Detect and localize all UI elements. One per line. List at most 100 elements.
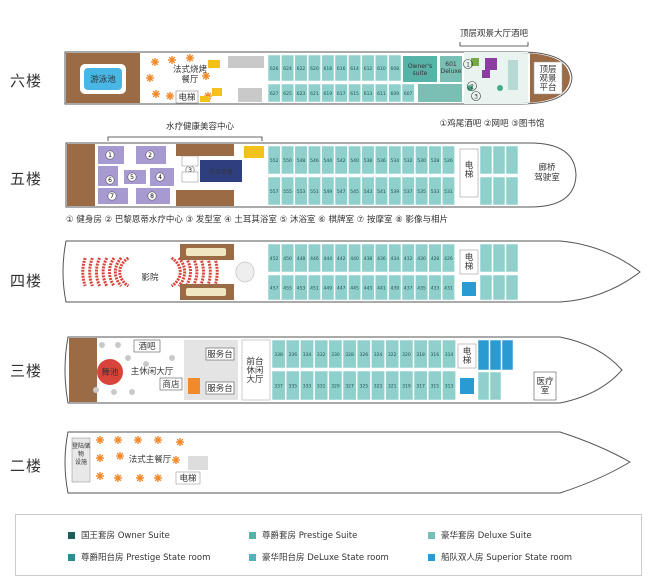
cabin-number: 551 [310, 189, 319, 195]
cabin-615 [348, 83, 362, 103]
cabin-number: 431 [444, 286, 453, 292]
umbrella [118, 454, 122, 458]
deluxe-suite-623 [418, 84, 440, 102]
cabin-number: 627 [270, 91, 279, 97]
top-bar-title: 顶层观景大厅酒吧 [460, 28, 529, 39]
cabin-number: 616 [337, 66, 346, 72]
umbrella [116, 476, 120, 480]
umbrella [154, 92, 158, 96]
deck-label-5: 五楼 [10, 170, 43, 188]
cabin-530 [415, 145, 429, 175]
cabin [479, 145, 493, 175]
cabin-331 [314, 370, 329, 401]
cabin-number: 326 [360, 352, 369, 358]
legend: 国王套房 Owner Suite 尊爵套房 Prestige Suite 豪华套… [15, 514, 642, 576]
cinema-seat-row [118, 256, 130, 288]
cabin-545 [348, 176, 362, 206]
cabin-number: 608 [391, 66, 400, 72]
cabin-number: 323 [374, 384, 383, 390]
cabin-number: 426 [444, 256, 453, 262]
cabin-number: 457 [270, 286, 279, 292]
cabin-325 [356, 370, 371, 401]
cabin-547 [334, 176, 348, 206]
lounge-table [143, 361, 149, 367]
cabin-338 [271, 339, 286, 369]
legend-deluxe-suite: 豪华套房 Deluxe Suite [428, 529, 532, 541]
cabin-317 [413, 370, 428, 401]
bbq-label: 法式烧烤餐厅 [173, 64, 208, 85]
cabin-number: 430 [417, 256, 426, 262]
cabin [477, 371, 490, 401]
cabin-number: 546 [310, 158, 319, 164]
cabin-445 [348, 274, 362, 301]
marker-1-num: 1 [466, 62, 470, 69]
elevator-d3 [457, 343, 477, 369]
cocktail-bar-counter [482, 58, 497, 78]
cabin-618 [321, 54, 335, 82]
cabin-number: 544 [324, 158, 333, 164]
cabin [505, 176, 519, 206]
cinema-seat-row [88, 257, 94, 287]
legend-owner-suite: 国王套房 Owner Suite [68, 529, 170, 541]
elevator-d6 [175, 90, 199, 104]
cabin-number: 335 [289, 384, 298, 390]
cabin-number: 609 [391, 91, 400, 97]
legend-swatch [428, 553, 435, 561]
cabin-457 [267, 274, 281, 301]
elevator-d6-label: 电梯 [178, 92, 196, 103]
cabin [489, 339, 502, 371]
cabin-313 [442, 370, 456, 401]
cabin-number: 607 [404, 91, 413, 97]
cabin-544 [321, 145, 335, 175]
cabin-329 [328, 370, 343, 401]
marker-2 [467, 81, 477, 91]
cabin-number: 447 [337, 286, 346, 292]
service-desk-1-label: 服务台 [207, 349, 233, 360]
clinic-label: 医疗室 [536, 376, 554, 396]
cabin-541 [374, 176, 388, 206]
cabin-number: 443 [364, 286, 373, 292]
umbrella [174, 458, 178, 462]
legend-deluxe-stateroom: 豪华阳台房 DeLuxe State room [249, 551, 389, 563]
restaurant-tables [96, 436, 184, 482]
umbrella [98, 456, 102, 460]
cabin-number: 337 [274, 384, 283, 390]
cabin-326 [356, 339, 371, 369]
cabin-number: 620 [310, 66, 319, 72]
cabin-number: 436 [377, 256, 386, 262]
cabin-number: 315 [431, 384, 440, 390]
cabin-number: 533 [431, 189, 440, 195]
cabin-number: 615 [350, 91, 359, 97]
stairs-yellow-3 [200, 96, 210, 102]
cabin-number: 333 [303, 384, 312, 390]
cabin-number: 318 [416, 352, 425, 358]
cabin-619 [321, 83, 335, 103]
legend-prestige-suite: 尊爵套房 Prestige Suite [249, 529, 357, 541]
bar-d3 [133, 339, 161, 353]
umbrella [98, 438, 102, 442]
cabin-315 [427, 370, 442, 401]
cabin-330 [328, 339, 343, 369]
d4-sofa [186, 248, 226, 256]
sauna-label: 芬兰浴室 [209, 168, 233, 176]
cabin-number: 614 [350, 66, 359, 72]
cabin-540 [348, 145, 362, 175]
cabin [492, 243, 506, 273]
cabin-446 [307, 243, 321, 273]
elevator-d4 [459, 249, 479, 275]
lounge-table [111, 389, 117, 395]
cinema-label: 影院 [141, 272, 159, 283]
cabin-426 [441, 243, 455, 273]
legend-superior-stateroom: 船队双人房 Superior State room [428, 551, 572, 563]
cabin [492, 274, 506, 301]
cabin-551 [307, 176, 321, 206]
deluxe-suite-601 [440, 56, 462, 82]
cabin-434 [388, 243, 402, 273]
cabin-number: 334 [303, 352, 312, 358]
cabin-number: 325 [360, 384, 369, 390]
